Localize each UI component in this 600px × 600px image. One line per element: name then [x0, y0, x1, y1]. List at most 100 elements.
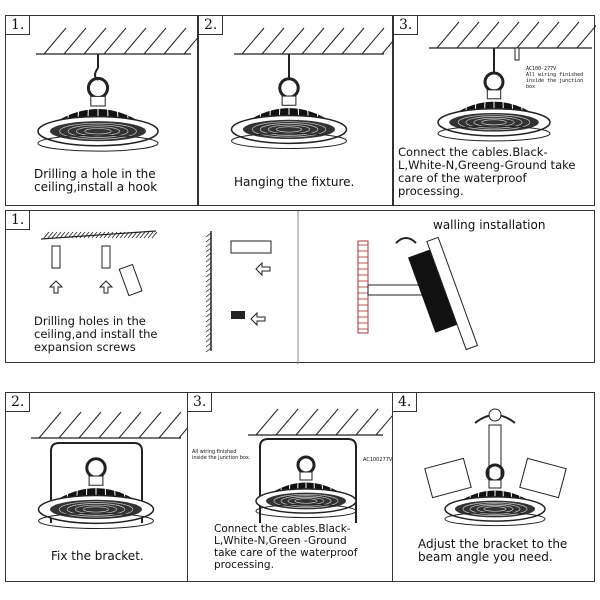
ceiling-hatch — [38, 411, 62, 439]
wall-hatch — [205, 312, 212, 318]
ceiling-hatch — [341, 27, 365, 55]
up-arrow-icon — [98, 280, 114, 294]
voltage-note: AC100277V — [363, 457, 393, 463]
lens-ring — [58, 501, 134, 518]
up-arrow-icon — [48, 280, 64, 294]
ceiling-hatch — [118, 411, 142, 439]
step-number: 3. — [394, 16, 419, 35]
ceiling-hatch — [123, 27, 147, 55]
lamp-neck — [90, 95, 106, 107]
lamp-fixture — [255, 455, 357, 519]
ceiling-hatch — [241, 27, 265, 55]
ceiling-hatch — [67, 231, 74, 239]
wall-hatch — [205, 272, 212, 278]
ceiling-hatch — [301, 27, 325, 55]
ceiling-hatch — [59, 231, 66, 239]
ceiling-hatch — [516, 21, 540, 49]
hanging-lamp-illustration — [230, 27, 394, 149]
hook-icon — [94, 54, 99, 81]
lens-ring — [280, 495, 332, 507]
adjust-angle-illustration — [424, 408, 567, 527]
ceiling-hatch — [91, 231, 98, 239]
ceiling-hatch — [78, 411, 102, 439]
lamp-ring — [426, 236, 479, 351]
lens-ring — [465, 116, 523, 129]
lens-ring — [67, 124, 129, 138]
drill-icon — [118, 263, 143, 297]
step-number: 2. — [6, 393, 31, 412]
ceiling-hatch — [375, 412, 394, 436]
wall-hatch — [205, 257, 212, 263]
expansion-screw-icon — [51, 245, 61, 269]
ceiling-hatch — [63, 27, 87, 55]
wall-install-panel: 1. Drilling holes in the ceiling,and ins… — [5, 210, 595, 364]
ceiling-hatch — [183, 35, 199, 55]
junction-cable — [514, 47, 520, 61]
step-number: 1. — [6, 16, 31, 35]
bracket-lamp-illustration — [31, 411, 189, 529]
ceiling-hatch — [103, 27, 127, 55]
wall-hatch — [205, 237, 212, 243]
expansion-screw-icon — [231, 311, 245, 319]
lens — [50, 499, 142, 520]
step-panel-bottom-3: 3. All wiring finished inside the juncti… — [187, 392, 394, 582]
lamp-fixture — [437, 71, 551, 142]
lamp-base — [231, 132, 347, 149]
ceiling-hatch — [98, 411, 122, 439]
ceiling-hatch — [127, 231, 134, 239]
left-arrow-icon — [255, 261, 271, 277]
ceiling-hatch — [321, 27, 345, 55]
wiring-note: All wiring finished inside the junction … — [526, 72, 584, 90]
ceiling-hatch — [158, 411, 182, 439]
lens-ring — [275, 126, 302, 133]
ceiling-hatch — [83, 231, 90, 239]
lens — [266, 492, 346, 510]
ceiling-hatch — [456, 21, 480, 49]
ceiling-hatch — [361, 27, 385, 55]
wall-hatch — [205, 297, 212, 303]
step-number: 1. — [6, 211, 31, 230]
lens-ring — [84, 128, 112, 135]
lamp-base — [444, 511, 546, 527]
lens-ring — [457, 114, 531, 131]
lamp-fixture — [230, 77, 348, 149]
lamp-neck — [299, 471, 313, 481]
ceiling-hatch — [55, 231, 62, 239]
eye-bolt-ring — [86, 76, 110, 100]
step-panel-bottom-2: 2. Fix the bracket. — [5, 392, 189, 582]
ceiling-hatch — [51, 231, 58, 239]
lamp-neck — [486, 89, 502, 100]
wall-hatch — [205, 292, 212, 298]
ceiling-hatch — [143, 27, 167, 55]
ceiling-hatch — [83, 27, 107, 55]
ceiling-hatch — [43, 231, 50, 239]
ceiling-hatch — [123, 231, 130, 239]
wall-hatch — [205, 267, 212, 273]
ceiling-hatch — [63, 231, 70, 239]
lamp-base — [37, 134, 159, 152]
ceiling-hatch — [281, 27, 305, 55]
hook-lamp-illustration — [36, 27, 199, 152]
wall-install-title: walling installation — [433, 218, 546, 232]
ceiling-hatch — [315, 408, 339, 436]
lamp-fixture — [37, 76, 159, 152]
lamp-base — [437, 125, 551, 142]
lamp-neck — [488, 479, 502, 489]
heatsink — [408, 248, 459, 333]
bracket — [259, 438, 357, 523]
ceiling-hatch — [436, 21, 460, 49]
ceiling-hatch — [103, 231, 110, 239]
step-panel-top-3: 3. AC100-277V All wiring finished inside… — [393, 15, 596, 206]
lens-ring — [462, 501, 528, 517]
ceiling-hatch — [111, 231, 118, 239]
step-panel-top-1: 1. Drilling a hole in the ceiling,instal… — [5, 15, 199, 206]
ceiling-hatch — [476, 21, 500, 49]
ceiling-hatch — [576, 24, 596, 49]
ceiling-hatch — [79, 231, 86, 239]
ceiling-hatch — [536, 21, 560, 49]
ceiling-hatch — [335, 408, 359, 436]
ceiling-hatch — [99, 231, 106, 239]
ceiling-hatch — [115, 231, 122, 239]
ceiling-hatch — [496, 21, 520, 49]
lens-ring — [259, 123, 319, 136]
